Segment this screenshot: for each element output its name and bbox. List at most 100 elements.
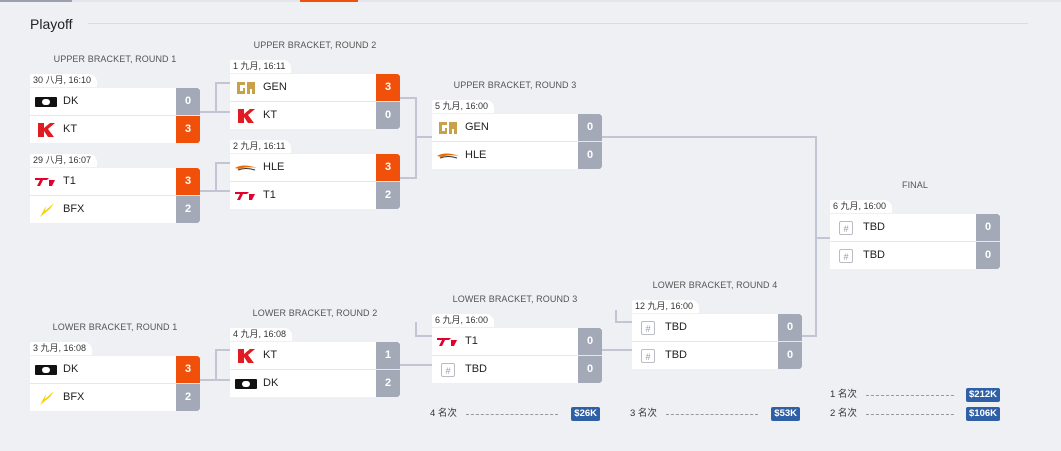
team-name: HLE [263,161,285,173]
team-score: 0 [976,214,1000,241]
prize-leader [866,414,954,415]
section-title: Playoff [30,16,73,32]
match-date: 1 九月, 16:11 [230,60,292,73]
team-score: 3 [176,116,200,143]
round-title-ub2: UPPER BRACKET, ROUND 2 [253,40,377,50]
dk-logo-icon [235,375,257,392]
match-lb4[interactable]: 12 九月, 16:00 # TBD 0 # TBD 0 [632,296,802,369]
prize-leader [866,395,954,396]
team-score: 3 [176,168,200,195]
prize-3rd: 3 名次 $53K [630,407,800,421]
match-ub2-a[interactable]: 1 九月, 16:11 GEN 3 KT 0 [230,56,400,129]
team-name: BFX [63,391,85,403]
team-name: DK [263,377,279,389]
prize-place: 2 名次 [830,408,857,419]
team-score: 0 [578,114,602,141]
team-score: 3 [376,154,400,181]
team-score: 2 [376,182,400,209]
match-lb2[interactable]: 4 九月, 16:08 KT 1 DK 2 [230,324,400,397]
match-date: 6 九月, 16:00 [830,200,893,213]
team-row[interactable]: # TBD 0 [830,214,1000,242]
bfx-logo-icon [35,201,57,218]
team-row[interactable]: BFX 2 [30,196,200,223]
team-row[interactable]: # TBD 0 [830,242,1000,269]
team-row[interactable]: T1 3 [30,168,200,196]
team-name: TBD [863,249,885,261]
match-date: 29 八月, 16:07 [30,154,98,167]
team-row[interactable]: HLE 3 [230,154,400,182]
team-score: 2 [376,370,400,397]
round-title-ub1: UPPER BRACKET, ROUND 1 [53,54,177,64]
tbd-icon: # [637,319,659,336]
team-row[interactable]: # TBD 0 [632,314,802,342]
match-ub2-b[interactable]: 2 九月, 16:11 HLE 3 T1 2 [230,136,400,209]
team-name: TBD [863,221,885,233]
match-date: 4 九月, 16:08 [230,328,293,341]
round-title-lb3: LOWER BRACKET, ROUND 3 [452,294,578,304]
hle-logo-icon [437,147,459,164]
kt-logo-icon [235,107,257,124]
team-row[interactable]: GEN 0 [432,114,602,142]
team-name: HLE [465,149,487,161]
team-name: TBD [465,363,487,375]
connector-lb2-in [215,349,230,380]
team-name: BFX [63,203,85,215]
team-row[interactable]: # TBD 0 [632,342,802,369]
team-name: TBD [665,349,687,361]
t1-logo-icon [35,173,57,190]
prize-amount: $106K [966,407,1000,421]
team-row[interactable]: DK 2 [230,370,400,397]
match-lb1[interactable]: 3 九月, 16:08 DK 3 BFX 2 [30,338,200,411]
team-row[interactable]: KT 3 [30,116,200,143]
team-row[interactable]: HLE 0 [432,142,602,169]
match-date: 2 九月, 16:11 [230,140,292,153]
team-row[interactable]: T1 2 [230,182,400,209]
match-ub1-b[interactable]: 29 八月, 16:07 T1 3 BFX 2 [30,150,200,223]
team-score: 0 [578,328,602,355]
t1-logo-icon [235,187,257,204]
prize-amount: $212K [966,388,1000,402]
prize-amount: $26K [571,407,600,421]
team-score: 0 [578,142,602,169]
gen-logo-icon [437,119,459,136]
team-row[interactable]: # TBD 0 [432,356,602,383]
team-score: 3 [176,356,200,383]
match-ub1-a[interactable]: 30 八月, 16:10 DK 0 KT 3 [30,70,200,143]
team-name: T1 [63,175,76,187]
team-score: 0 [778,342,802,369]
team-score: 0 [578,356,602,383]
dk-logo-icon [35,361,57,378]
team-score: 0 [976,242,1000,269]
active-tab-indicator [300,0,358,2]
tab-indicator [0,0,72,2]
team-row[interactable]: DK 0 [30,88,200,116]
team-name: T1 [465,335,478,347]
team-score: 3 [376,74,400,101]
team-row[interactable]: BFX 2 [30,384,200,411]
team-row[interactable]: DK 3 [30,356,200,384]
match-date: 30 八月, 16:10 [30,74,98,87]
round-title-lb2: LOWER BRACKET, ROUND 2 [252,308,378,318]
match-final[interactable]: 6 九月, 16:00 # TBD 0 # TBD 0 [830,196,1000,269]
round-title-final: FINAL [901,180,928,190]
prize-leader [466,414,558,415]
round-title-lb1: LOWER BRACKET, ROUND 1 [52,322,178,332]
team-row[interactable]: KT 0 [230,102,400,129]
connector-ub2a-in [215,82,230,113]
tbd-icon: # [835,219,857,236]
match-lb3[interactable]: 6 九月, 16:00 T1 0 # TBD 0 [432,310,602,383]
match-ub3[interactable]: 5 九月, 16:00 GEN 0 HLE 0 [432,96,602,169]
prize-place: 3 名次 [630,408,657,419]
team-score: 0 [778,314,802,341]
match-date: 6 九月, 16:00 [432,314,495,327]
bfx-logo-icon [35,389,57,406]
team-row[interactable]: GEN 3 [230,74,400,102]
team-name: T1 [263,189,276,201]
prize-leader [666,414,758,415]
connector-lb3-in [415,322,432,337]
prize-amount: $53K [771,407,800,421]
kt-logo-icon [235,347,257,364]
kt-logo-icon [35,121,57,138]
team-row[interactable]: KT 1 [230,342,400,370]
team-row[interactable]: T1 0 [432,328,602,356]
